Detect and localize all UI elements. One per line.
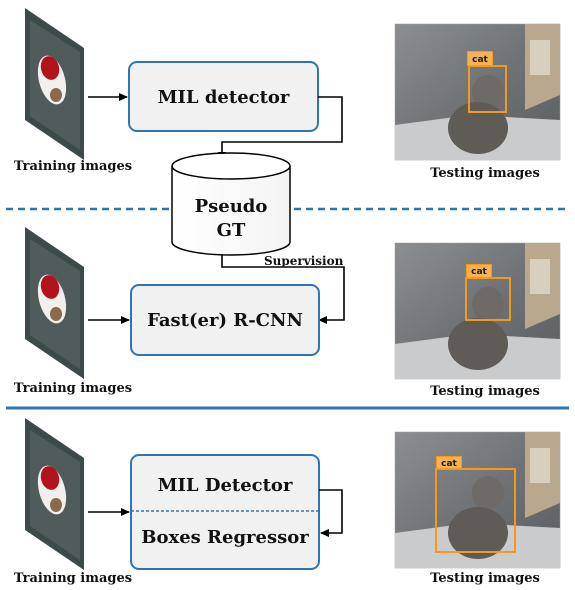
detection-label-2: cat bbox=[471, 267, 487, 277]
mil-detector-label: MIL detector bbox=[158, 87, 290, 108]
detection-label-3: cat bbox=[441, 459, 457, 469]
mil-regressor-box: MIL Detector Boxes Regressor bbox=[130, 454, 320, 570]
arrow-mil-to-pseudo-gt bbox=[218, 96, 343, 161]
rcnn-label: Fast(er) R-CNN bbox=[147, 310, 303, 331]
arrow-supervision bbox=[221, 255, 345, 324]
testing-image-2: cat bbox=[394, 242, 561, 380]
testing-image-1: cat bbox=[394, 23, 561, 161]
detection-label-1: cat bbox=[472, 55, 488, 65]
mil-detector-box: MIL detector bbox=[128, 61, 319, 132]
boxes-regressor-label: Boxes Regressor bbox=[141, 527, 309, 548]
rcnn-box: Fast(er) R-CNN bbox=[130, 284, 320, 356]
pseudo-gt-line2: GT bbox=[217, 220, 246, 241]
testing-caption-3: Testing images bbox=[430, 571, 540, 586]
testing-image-3: cat bbox=[394, 431, 561, 569]
arrow-loop bbox=[319, 489, 343, 537]
training-caption-3: Training images bbox=[14, 571, 132, 586]
detection-box-3 bbox=[435, 468, 516, 553]
supervision-label: Supervision bbox=[264, 254, 344, 268]
testing-caption-1: Testing images bbox=[430, 166, 540, 181]
training-caption-1: Training images bbox=[14, 159, 132, 174]
training-image-3 bbox=[25, 418, 84, 570]
training-image-1 bbox=[25, 8, 84, 160]
stage1: MIL detector Training images cat Testing… bbox=[14, 8, 561, 181]
stage3: MIL Detector Boxes Regressor Training im… bbox=[14, 418, 561, 586]
training-image-2 bbox=[25, 227, 84, 379]
pseudo-gt-line1: Pseudo bbox=[195, 196, 268, 217]
pseudo-gt-cylinder: Pseudo GT bbox=[171, 152, 291, 256]
stage2: Fast(er) R-CNN Training images cat Testi… bbox=[14, 227, 561, 399]
mil-detector-label-3: MIL Detector bbox=[158, 475, 293, 496]
training-caption-2: Training images bbox=[14, 381, 132, 396]
testing-caption-2: Testing images bbox=[430, 384, 540, 399]
